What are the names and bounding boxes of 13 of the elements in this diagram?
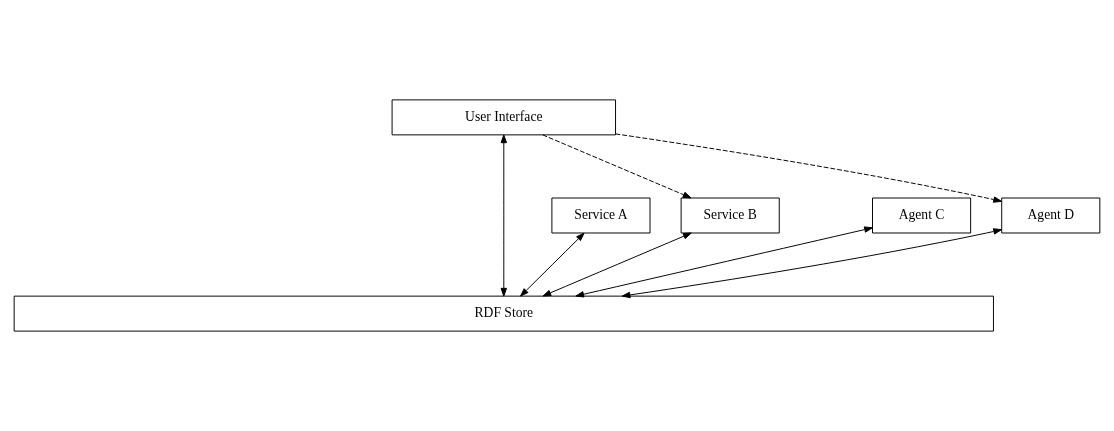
arrow <box>621 228 1002 299</box>
arrow <box>575 226 873 298</box>
node-box: Service B <box>680 197 780 234</box>
arrow <box>500 134 507 297</box>
node-box: RDF Store <box>13 295 994 332</box>
arrow <box>615 133 1002 203</box>
arrow <box>520 232 585 297</box>
arrow <box>542 232 692 297</box>
node-box: Service A <box>551 197 651 234</box>
node-box: Agent D <box>1001 197 1101 234</box>
arrow <box>542 134 692 199</box>
node-box: User Interface <box>391 99 617 136</box>
node-box: Agent C <box>872 197 972 234</box>
